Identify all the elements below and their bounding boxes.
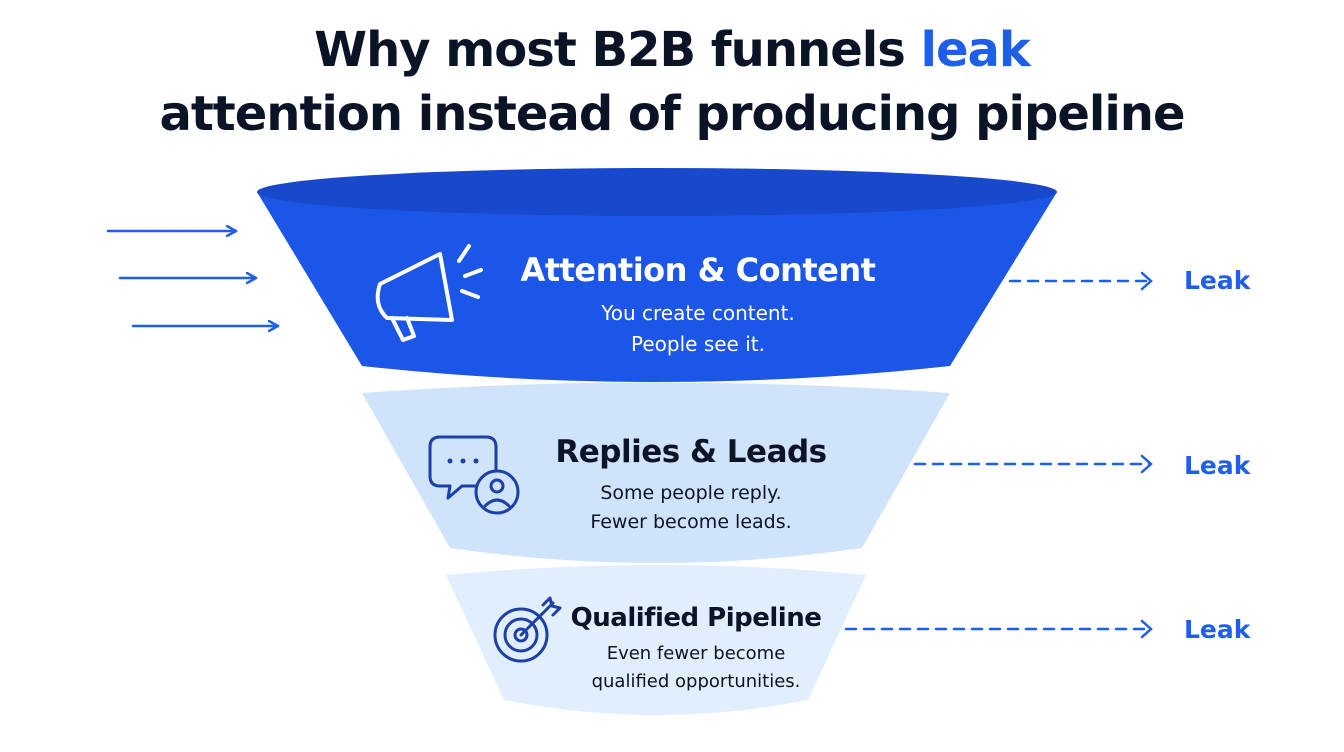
stage-3-text: Qualified Pipeline Even fewer become qua… — [566, 600, 826, 696]
stage-2-desc-line-1: Some people reply. — [600, 482, 782, 504]
stage-3-desc-line-1: Even fewer become — [606, 643, 786, 664]
leak-label-1: Leak — [1184, 266, 1251, 295]
funnel-stage-2 — [362, 382, 950, 563]
stage-3-desc-line-2: qualified opportunities. — [591, 671, 801, 692]
funnel-rim — [257, 168, 1057, 216]
page-title: Why most B2B funnels leak attention inst… — [0, 18, 1344, 146]
stage-2-desc-line-2: Fewer become leads. — [590, 511, 792, 533]
stage-1-desc-line-2: People see it. — [631, 332, 765, 356]
leak-label-3: Leak — [1184, 615, 1251, 644]
leak-arrows — [844, 271, 1153, 639]
stage-2-title: Replies & Leads — [555, 434, 827, 470]
title-line-2: attention instead of producing pipeline — [159, 86, 1185, 142]
stage-3-title: Qualified Pipeline — [570, 603, 822, 633]
stage-1-title: Attention & Content — [520, 251, 876, 289]
title-text: Why most B2B funnels — [314, 22, 921, 78]
megaphone-icon — [375, 244, 483, 342]
title-accent-word: leak — [920, 22, 1030, 78]
funnel-stage-1 — [257, 192, 1057, 382]
target-arrow-icon — [493, 596, 562, 663]
leak-arrow-head-icon — [1140, 619, 1153, 639]
leak-label-2: Leak — [1184, 451, 1251, 480]
stage-2-text: Replies & Leads Some people reply. Fewer… — [541, 431, 841, 537]
incoming-arrows — [106, 231, 280, 326]
leak-arrow-head-icon — [1140, 454, 1153, 474]
stage-1-desc-line-1: You create content. — [601, 301, 795, 325]
chat-user-icon — [428, 435, 520, 515]
title-line-1: Why most B2B funnels leak — [0, 18, 1344, 82]
leak-arrow-head-icon — [1140, 271, 1153, 291]
stage-1-text: Attention & Content You create content. … — [498, 248, 898, 360]
